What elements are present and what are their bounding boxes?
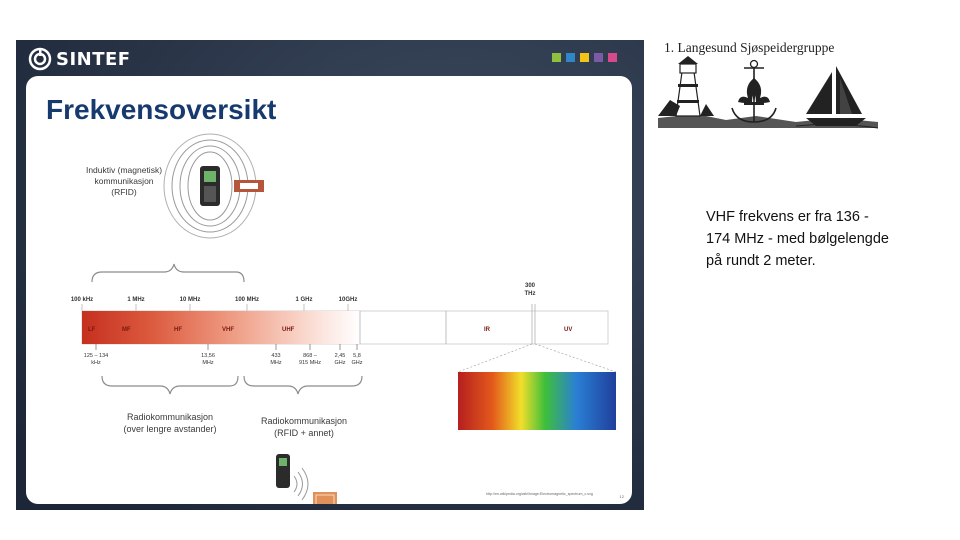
slide-content-panel: Frekvensoversikt (26, 76, 632, 504)
sintef-slide: SINTEF Frekvensoversikt (16, 40, 644, 510)
color-square (608, 53, 617, 62)
marker-label: kHz (91, 360, 101, 366)
lighthouse-icon (658, 56, 714, 117)
marker-label: MHz (270, 360, 282, 366)
page-number: 12 (620, 494, 625, 499)
band-label: MF (122, 327, 131, 333)
thz-label: THz (525, 291, 536, 297)
radio-long-brace (101, 375, 239, 395)
marker-label: GHz (352, 360, 363, 366)
color-square (552, 53, 561, 62)
slide-title: Frekvensoversikt (46, 94, 277, 125)
source-url: http://en.wikipedia.org/wiki/Image:Elect… (486, 492, 593, 496)
rfid-reader-illustration (276, 454, 337, 504)
band-label: IR (484, 327, 491, 333)
inductive-label-line: (RFID) (111, 187, 137, 197)
scale-tick-label: 100 kHz (71, 297, 93, 303)
inductive-brace (91, 263, 245, 283)
vhf-note: VHF frekvens er fra 136 - 174 MHz - med … (706, 209, 889, 269)
radio-rfid-label-line: Radiokommunikasjon (261, 416, 347, 426)
inductive-reader-illustration (163, 133, 264, 239)
frequency-diagram: Induktiv (magnetisk) kommunikasjon (RFID… (71, 133, 625, 504)
marker-label: 868 – (303, 353, 318, 359)
sintef-logo-text: SINTEF (56, 48, 131, 70)
inductive-label: Induktiv (magnetisk) kommunikasjon (RFID… (86, 165, 162, 197)
inductive-label-line: Induktiv (magnetisk) (86, 165, 162, 175)
scale-tick-label: 1 MHz (127, 297, 144, 303)
marker-label: 2,45 (335, 353, 346, 359)
scale-tick-label: 1 GHz (295, 297, 312, 303)
marker-label: 433 (271, 353, 280, 359)
scale-tick-label: 10 MHz (180, 297, 201, 303)
color-square (566, 53, 575, 62)
color-square (580, 53, 589, 62)
header-color-squares (552, 53, 617, 62)
marker-label: 125 – 134 (84, 353, 108, 359)
radio-rfid-brace (243, 375, 363, 395)
band-label: UV (564, 327, 572, 333)
band-label: LF (88, 327, 96, 333)
sailboat-icon (795, 66, 879, 129)
band-labels: LF MF HF VHF UHF IR UV (88, 327, 572, 333)
spectrum-bar (81, 304, 609, 345)
band-label: HF (174, 327, 182, 333)
scale-tick-label: 10GHz (339, 297, 358, 303)
visible-light-zoom (457, 343, 617, 430)
marker-label: MHz (202, 360, 214, 366)
radio-long-label-line: Radiokommunikasjon (127, 412, 213, 422)
band-label: VHF (222, 327, 234, 333)
color-square (594, 53, 603, 62)
radio-long-label-line: (over lengre avstander) (123, 424, 216, 434)
sintef-logo: SINTEF (28, 46, 131, 72)
marker-label: GHz (335, 360, 346, 366)
anchor-fleur-de-lis-icon (731, 59, 777, 123)
inductive-label-line: kommunikasjon (94, 176, 153, 186)
thz-label: 300 (525, 283, 536, 289)
marker-label: 13,56 (201, 353, 215, 359)
organization-emblem (658, 56, 879, 129)
frequency-scale: 100 kHz 1 MHz 10 MHz 100 MHz 1 GHz 10GHz (71, 297, 358, 311)
marker-label: 915 MHz (299, 360, 321, 366)
organization-name: 1. Langesund Sjøspeidergruppe (664, 40, 835, 55)
sintef-logo-icon (28, 47, 52, 71)
radio-rfid-label-line: (RFID + annet) (274, 428, 334, 438)
band-label: UHF (282, 327, 295, 333)
marker-label: 5,8 (353, 353, 361, 359)
scale-tick-label: 100 MHz (235, 297, 259, 303)
